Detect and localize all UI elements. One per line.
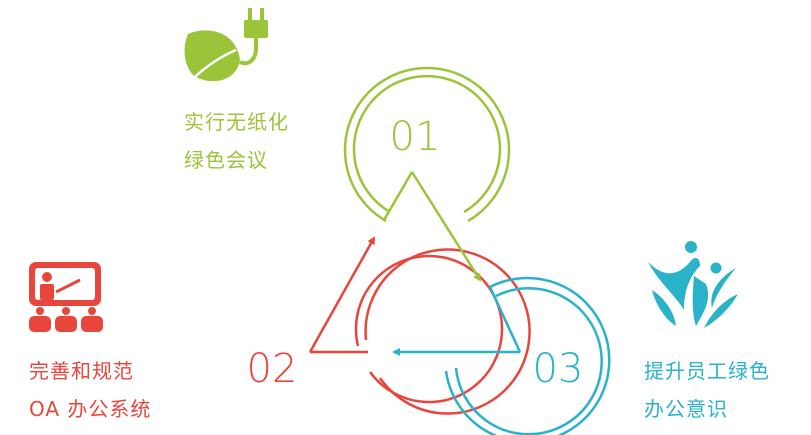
step-03-line-1: 提升员工绿色	[644, 359, 770, 383]
step-01-rings	[343, 66, 511, 223]
step-03-line-2: 办公意识	[644, 397, 728, 421]
step-02-line-2: OA 办公系统	[29, 397, 152, 421]
arrow-02-to-01	[308, 236, 376, 353]
people-leaves-icon	[648, 241, 738, 328]
step-01-label: 实行无纸化 绿色会议	[184, 103, 289, 179]
triangle-edge-blue	[488, 286, 522, 353]
step-02-number: 02	[247, 346, 298, 392]
step-03-label: 提升员工绿色 办公意识	[644, 352, 770, 428]
arrow-01-to-03	[410, 171, 482, 282]
step-02-label: 完善和规范 OA 办公系统	[29, 352, 151, 428]
step-01-number: 01	[390, 114, 441, 160]
presentation-board-icon	[29, 262, 103, 332]
step-03-rings	[444, 276, 611, 435]
triangle-edge-green	[382, 171, 414, 221]
step-03-number: 03	[533, 346, 584, 392]
step-02-line-1: 完善和规范	[29, 359, 134, 383]
step-01-line-2: 绿色会议	[184, 148, 268, 172]
leaf-plug-icon	[184, 8, 268, 82]
step-02-rings	[354, 248, 531, 415]
step-01-line-1: 实行无纸化	[184, 110, 289, 134]
